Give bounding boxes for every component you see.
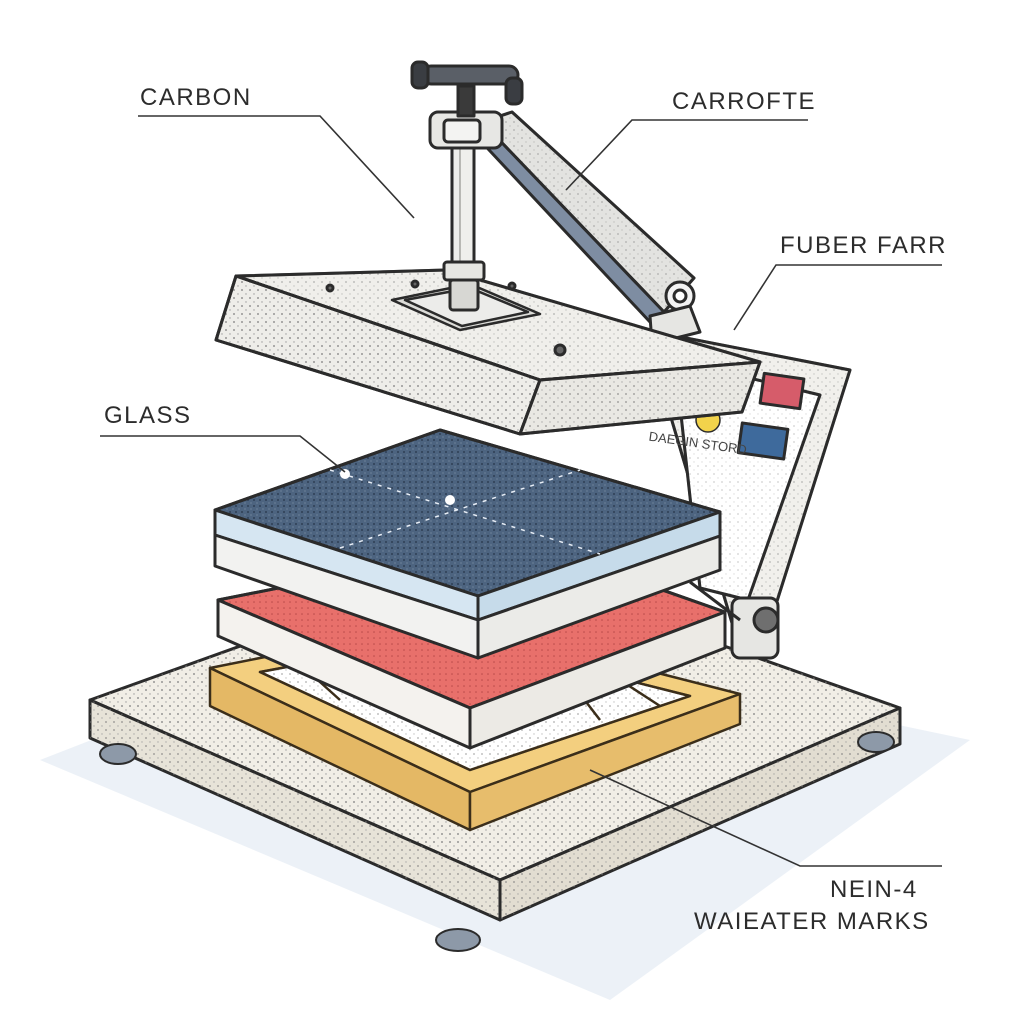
leader-glass: [100, 435, 346, 473]
press-column: [428, 84, 504, 312]
heat-platen: [214, 268, 762, 436]
label-fuber-farr: FUBER FARR: [780, 232, 948, 259]
hinge-knob: [752, 606, 780, 634]
glass-plate: [213, 428, 722, 660]
foot-right: [857, 731, 895, 753]
leader-lines: [100, 115, 942, 867]
foot-front: [435, 928, 481, 952]
label-carrofte: CARROFTE: [672, 88, 816, 115]
label-waieater-marks: WAIEATER MARKS: [694, 908, 930, 935]
leader-carrofte: [565, 119, 808, 191]
t-handle: [410, 60, 524, 106]
leader-carbon: [138, 115, 415, 219]
panel-blue-button: [736, 421, 790, 461]
leader-marks: [589, 769, 942, 867]
foot-left: [99, 743, 137, 765]
panel-red-button: [758, 371, 806, 411]
leader-fuber: [733, 264, 942, 331]
label-nein-4: NEIN-4: [830, 876, 918, 903]
label-carbon: CARBON: [140, 84, 252, 111]
label-glass: GLASS: [104, 402, 192, 429]
